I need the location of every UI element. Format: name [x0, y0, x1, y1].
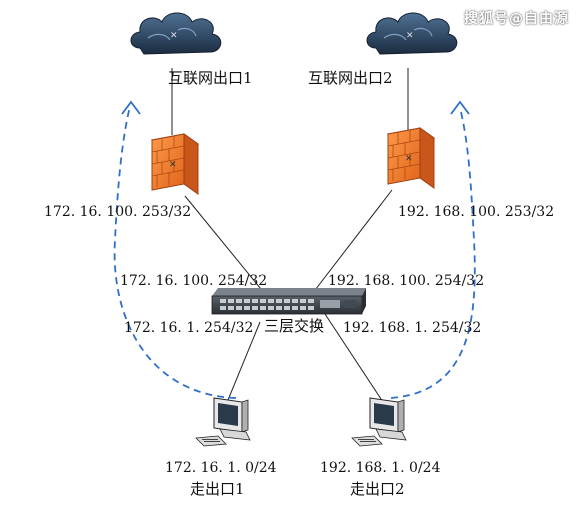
arrow-up-icon [121, 100, 141, 115]
link-switch-host2 [324, 313, 384, 403]
firewall-icon: ✕ [150, 133, 200, 195]
switch-icon [211, 288, 366, 315]
firewall-2-ip: 192. 168. 100. 253/32 [398, 204, 555, 220]
traffic-arrowheads [121, 100, 470, 115]
cloud-icon: ✕ [130, 12, 222, 55]
internet-exit-1-label: 互联网出口1 [168, 69, 253, 87]
link-switch-host1 [227, 321, 261, 401]
switch-uplink-ip-1: 172. 16. 100. 254/32 [120, 273, 268, 289]
firewall-icon: ✕ [386, 127, 436, 189]
switch-vlan-ip-2: 192. 168. 1. 254/32 [343, 320, 482, 336]
computer-icon [195, 397, 251, 447]
host-2-label: 走出口2 [350, 480, 405, 498]
host-1-label: 走出口1 [190, 480, 245, 498]
traffic-paths [113, 105, 476, 399]
svg-text:✕: ✕ [169, 160, 177, 170]
switch-label: 三层交换 [264, 317, 325, 335]
traffic-path-exit1 [113, 105, 237, 399]
internet-exit-2-label: 互联网出口2 [308, 69, 393, 87]
arrow-up-icon [450, 100, 470, 115]
computer-icon [351, 397, 407, 447]
link-firewall1-switch [184, 195, 266, 295]
firewall-1-ip: 172. 16. 100. 253/32 [44, 204, 192, 220]
svg-text:✕: ✕ [406, 31, 414, 41]
cloud-icon: ✕ [366, 12, 458, 55]
traffic-path-exit2 [390, 107, 476, 399]
watermark: 搜狐号@自由源 [464, 11, 569, 27]
host-2-subnet: 192. 168. 1. 0/24 [320, 460, 441, 476]
svg-text:✕: ✕ [405, 154, 413, 164]
svg-text:✕: ✕ [170, 31, 178, 41]
host-1-subnet: 172. 16. 1. 0/24 [165, 460, 277, 476]
switch-vlan-ip-1: 172. 16. 1. 254/32 [124, 320, 254, 336]
connection-lines [171, 68, 409, 403]
link-firewall2-switch [311, 189, 393, 295]
switch-uplink-ip-2: 192. 168. 100. 254/32 [328, 273, 485, 289]
